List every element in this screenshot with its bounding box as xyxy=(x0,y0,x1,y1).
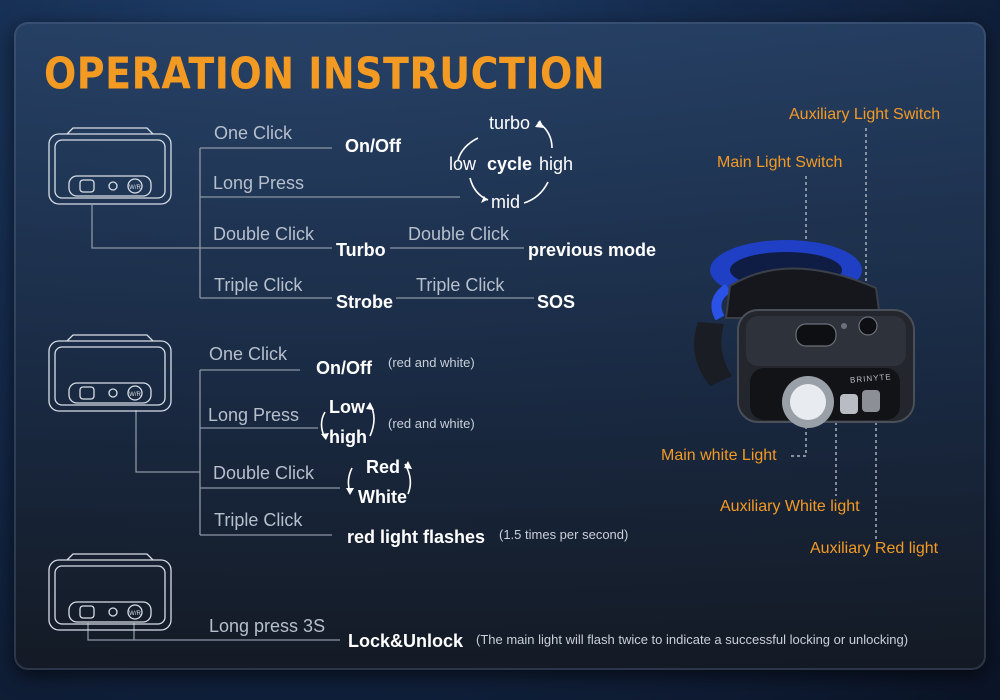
s2-low: Low xyxy=(329,397,365,417)
s2-triple-click-label: Triple Click xyxy=(214,510,303,530)
callout-main-switch: Main Light Switch xyxy=(717,154,843,171)
s2-note-red-white-1: (red and white) xyxy=(388,355,475,370)
page-title: OPERATION INSTRUCTION xyxy=(44,48,606,99)
headlamp-outline-icon: W/R xyxy=(48,334,172,412)
s1-previous-mode: previous mode xyxy=(528,240,657,260)
callout-aux-white: Auxiliary White light xyxy=(720,498,860,515)
s2-note-red-white-2: (red and white) xyxy=(388,416,475,431)
s1-triple-click-label-2: Triple Click xyxy=(416,275,505,295)
headlamp-outline-icon: W/R xyxy=(48,127,172,205)
s1-sos: SOS xyxy=(537,292,576,312)
headlamp-outline-icon: W/R xyxy=(48,553,172,631)
s1-double-click-label: Double Click xyxy=(213,224,315,244)
s3-lock-unlock: Lock&Unlock xyxy=(348,631,464,651)
callout-aux-red: Auxiliary Red light xyxy=(810,540,939,557)
s2-flash-rate: (1.5 times per second) xyxy=(499,527,629,542)
device-label: W/R xyxy=(129,392,141,398)
s1-strobe: Strobe xyxy=(336,292,394,312)
headlamp-illustration xyxy=(694,240,915,428)
callout-aux-switch: Auxiliary Light Switch xyxy=(789,106,941,123)
s3-lock-note: (The main light will flash twice to indi… xyxy=(476,632,909,647)
s2-high: high xyxy=(329,427,367,447)
cycle-label: cycle xyxy=(487,154,533,174)
s1-double-click-label-2: Double Click xyxy=(408,224,510,244)
s2-on-off: On/Off xyxy=(316,358,372,378)
s1-triple-click-label: Triple Click xyxy=(214,275,303,295)
s2-one-click-label: One Click xyxy=(209,344,288,364)
s1-one-click-label: One Click xyxy=(214,123,293,143)
callout-main-white: Main white Light xyxy=(661,447,777,464)
cycle-high: high xyxy=(539,154,574,174)
s2-double-click-label: Double Click xyxy=(213,463,315,483)
cycle-low: low xyxy=(449,154,477,174)
cycle-turbo: turbo xyxy=(489,113,531,133)
device-label: W/R xyxy=(129,185,141,191)
s1-on-off: On/Off xyxy=(345,136,401,156)
s1-turbo: Turbo xyxy=(336,240,386,260)
s2-long-press-label: Long Press xyxy=(208,405,300,425)
s2-red-flashes: red light flashes xyxy=(347,527,486,547)
s3-long-press-label: Long press 3S xyxy=(209,616,326,636)
s1-long-press-label: Long Press xyxy=(213,173,305,193)
device-label: W/R xyxy=(129,611,141,617)
s2-red: Red xyxy=(366,457,401,477)
s2-white: White xyxy=(358,487,407,507)
cycle-mid: mid xyxy=(491,192,521,212)
